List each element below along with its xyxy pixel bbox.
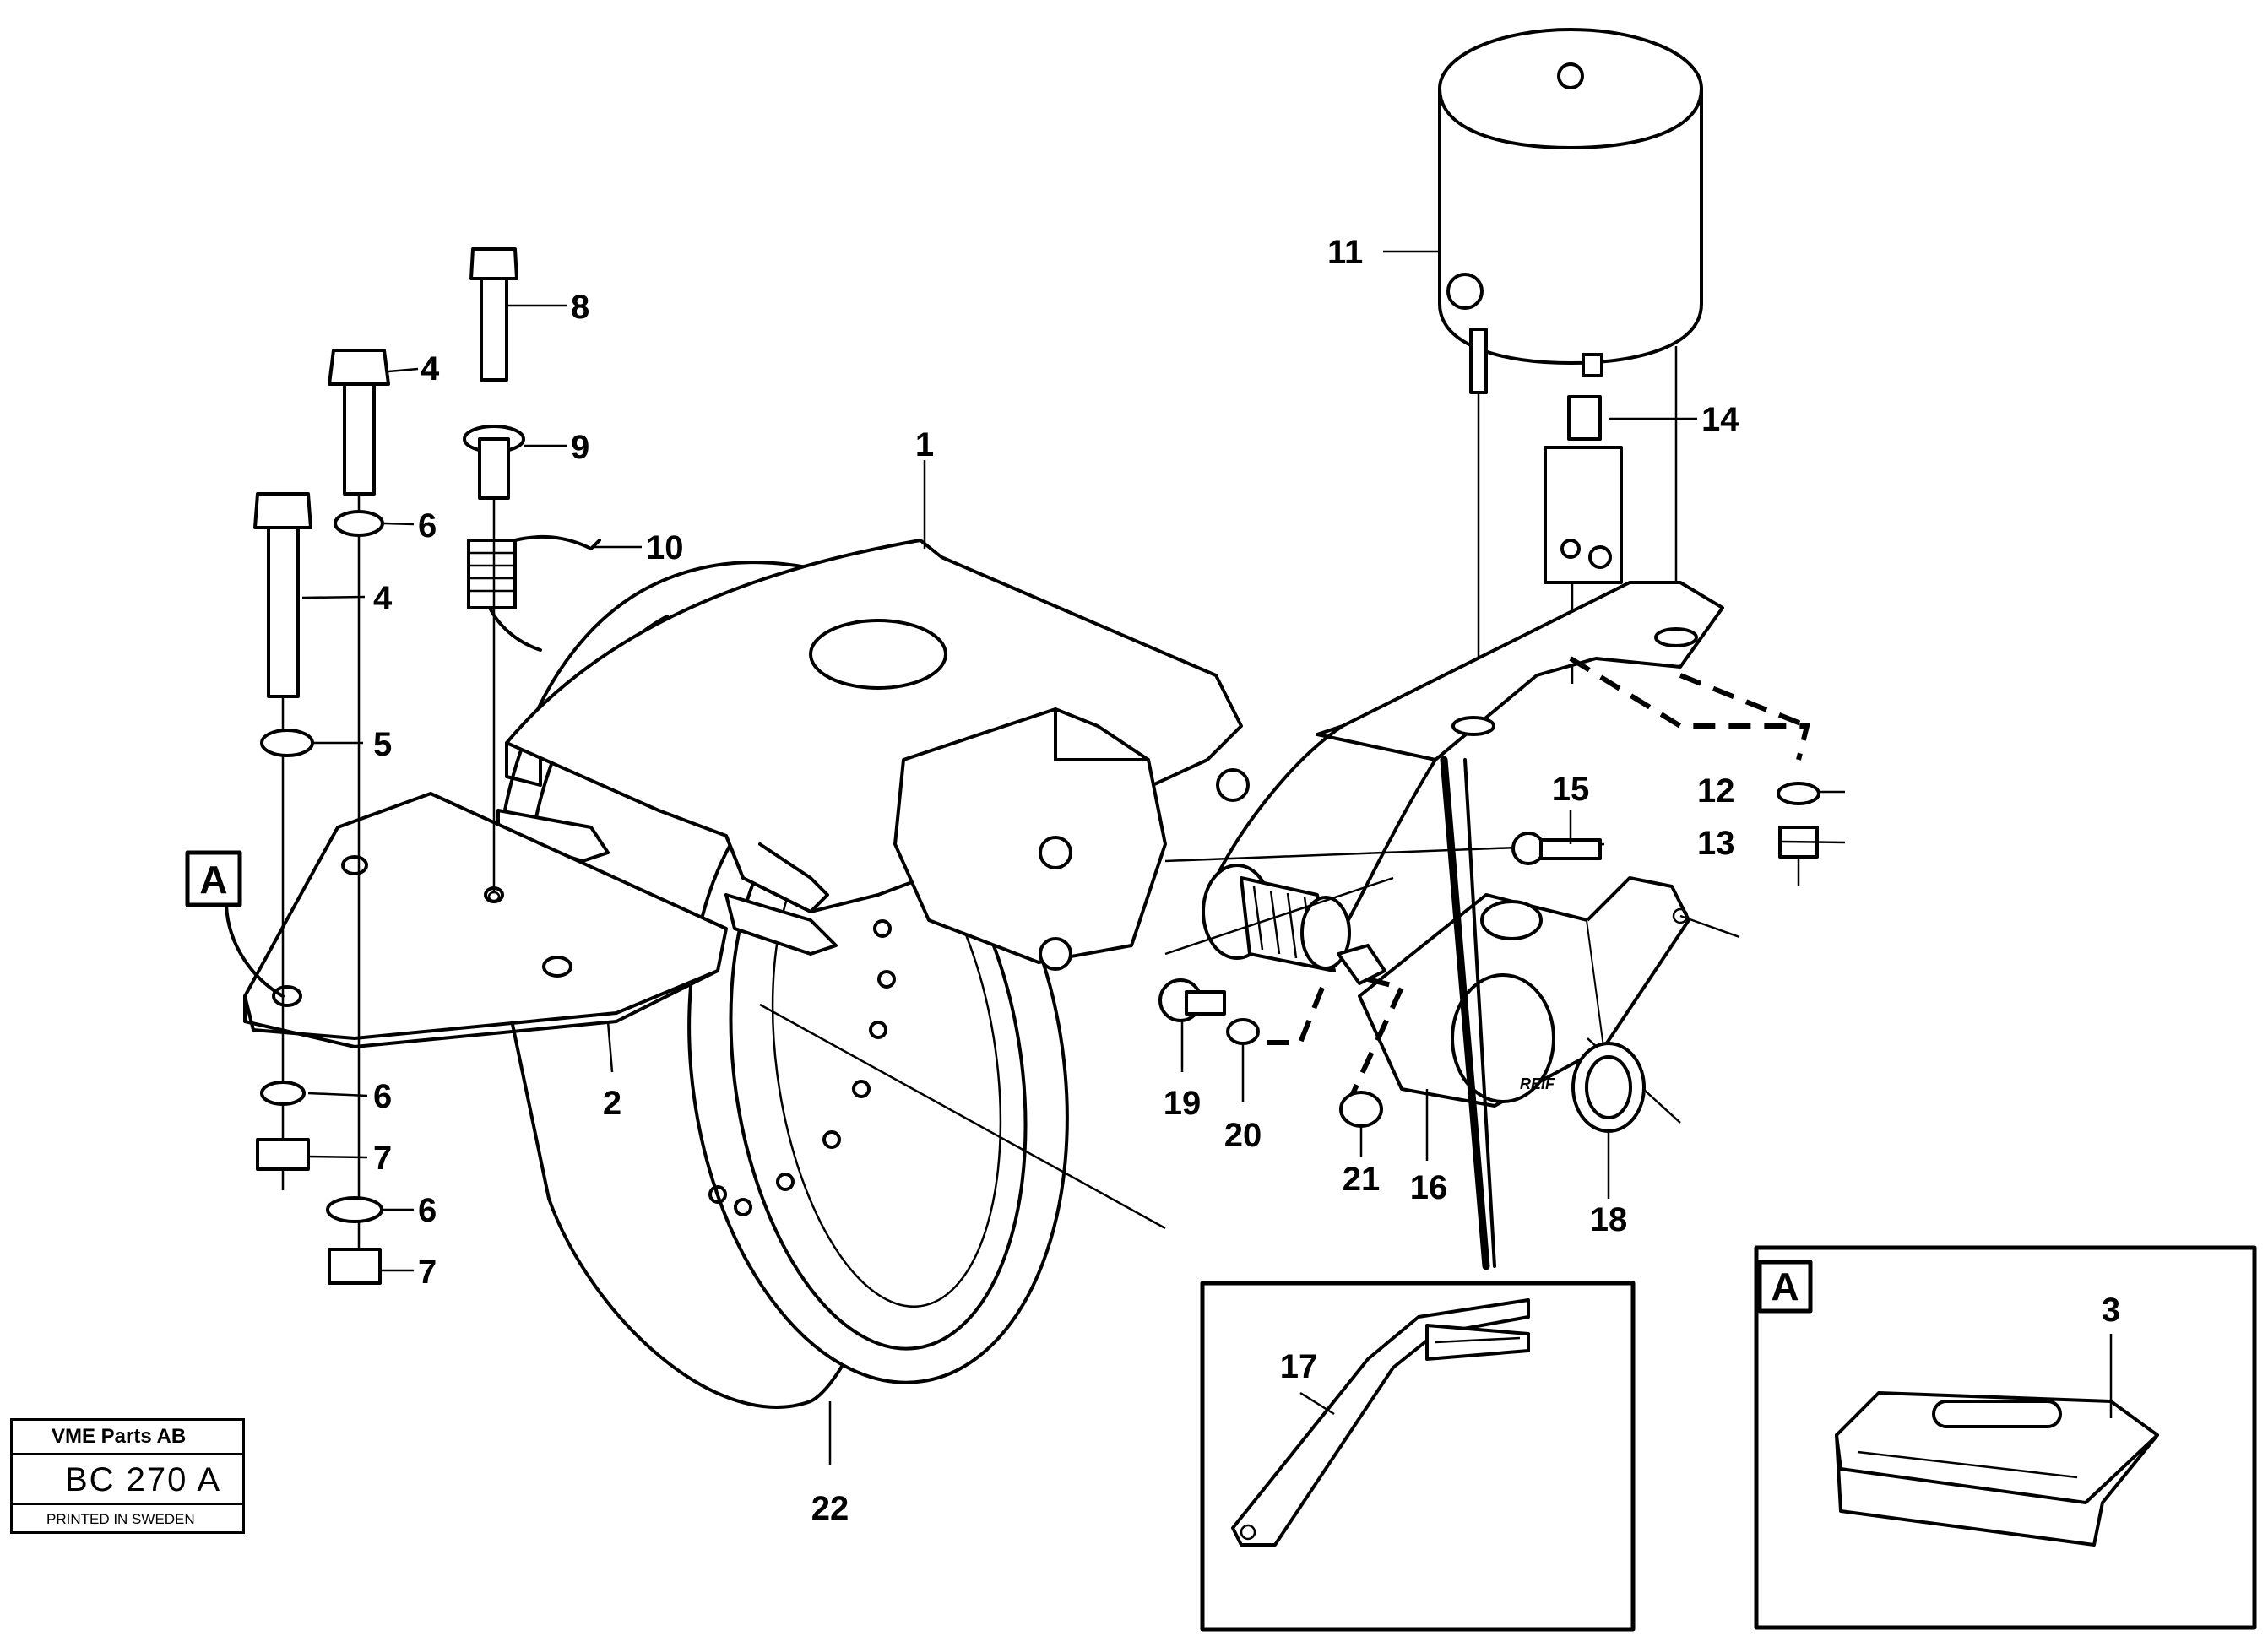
brake-chamber-11 (1438, 28, 1703, 394)
callout-7-bottom: 7 (418, 1254, 437, 1291)
sleeve-9 (463, 425, 525, 500)
callout-13: 13 (1697, 825, 1735, 862)
screw-8 (469, 247, 518, 382)
mounting-plate (243, 792, 728, 1048)
callout-20: 20 (1224, 1117, 1262, 1154)
washer-upper-6 (334, 510, 384, 537)
washer-lower-6 (260, 1081, 306, 1106)
callout-15: 15 (1552, 771, 1590, 808)
bolt-15 (1511, 832, 1602, 865)
svg-text:A: A (199, 858, 227, 902)
callout-4-upper: 4 (421, 350, 440, 387)
callout-2: 2 (603, 1085, 621, 1122)
callout-6-bottom: 6 (418, 1192, 437, 1229)
callout-14: 14 (1701, 401, 1739, 438)
washer-20 (1226, 1018, 1260, 1045)
detail-a-marker: A (185, 850, 285, 998)
callout-10: 10 (646, 529, 684, 566)
callout-5: 5 (373, 726, 392, 763)
hex-bolt-short (328, 349, 390, 496)
washer-12 (1777, 782, 1820, 805)
slack-adjuster-16 (1358, 876, 1690, 1108)
pin-19 (1158, 978, 1226, 1022)
callout-18: 18 (1590, 1201, 1628, 1238)
callout-6-upper: 6 (418, 507, 437, 544)
nut-21 (1339, 1091, 1383, 1128)
washer-5 (260, 729, 314, 757)
key (1337, 944, 1386, 985)
inset-a-detail: A (1754, 1245, 2257, 1630)
callout-3: 3 (2102, 1292, 2120, 1329)
callout-21: 21 (1343, 1161, 1381, 1198)
callout-8: 8 (571, 289, 589, 326)
title-block-company: VME Parts AB (13, 1421, 242, 1455)
callout-9: 9 (571, 429, 589, 466)
callout-17: 17 (1280, 1348, 1318, 1385)
nut-bottom-7 (328, 1248, 382, 1285)
washer-bottom-6 (326, 1196, 383, 1223)
title-block: VME Parts AB BC 270 A PRINTED IN SWEDEN (10, 1418, 245, 1534)
brake-caliper-housing (496, 539, 1250, 971)
title-block-code: BC 270 A (13, 1455, 242, 1505)
callout-11: 11 (1327, 234, 1363, 271)
callout-22: 22 (811, 1490, 849, 1527)
spring-10 (467, 534, 601, 652)
nut-upper-7 (256, 1138, 310, 1171)
title-block-printed: PRINTED IN SWEDEN (46, 1511, 195, 1527)
disc-bolt-holes (708, 919, 896, 1216)
inset-bracket-17 (1200, 1281, 1636, 1632)
callout-1: 1 (915, 426, 934, 463)
callout-6-middle: 6 (373, 1078, 392, 1115)
svg-text:A: A (1771, 1265, 1799, 1308)
leader-lines (301, 250, 2113, 1465)
splined-shaft (1202, 864, 1351, 972)
callout-4-lower: 4 (373, 580, 393, 617)
callout-19: 19 (1164, 1085, 1202, 1122)
callout-7-upper: 7 (373, 1140, 392, 1177)
hex-bolt-long (253, 492, 312, 698)
callout-12: 12 (1697, 772, 1735, 810)
clevis-14 (1544, 395, 1623, 584)
reif-stamp: REIF (1520, 1075, 1555, 1092)
callout-16: 16 (1410, 1169, 1448, 1206)
callout-labels: 1 2 3 4 4 5 6 6 6 7 7 8 9 10 11 12 13 14… (373, 234, 2120, 1527)
